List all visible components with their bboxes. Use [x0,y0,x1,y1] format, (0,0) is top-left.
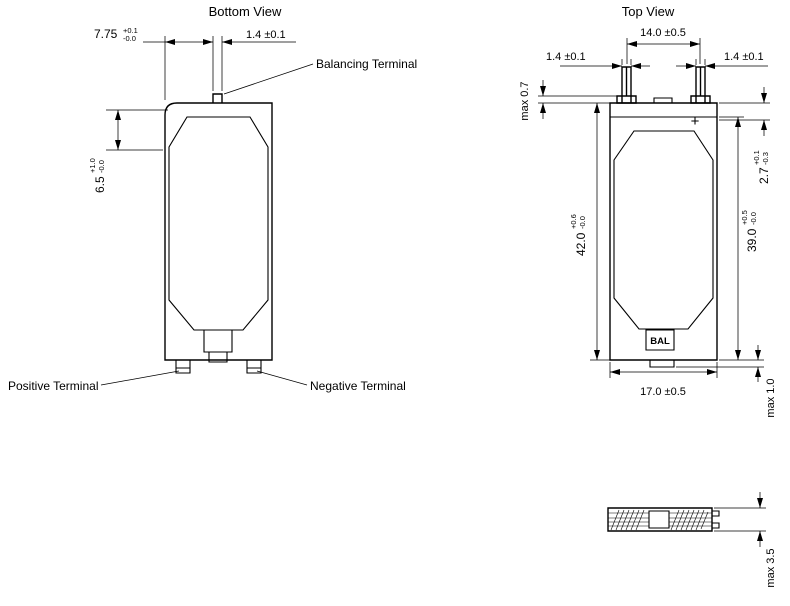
dim-tab-depth-value: 6.5 [93,176,107,193]
side-view-arrowheads [757,498,763,541]
dim-height-value: 42.0 [574,232,588,256]
dim-tab-depth-tol-lower: -0.0 [97,160,106,173]
leader-lines-bottom [100,63,314,386]
negative-terminal-label: Negative Terminal [310,379,406,393]
dim-lid-max-text: max 0.7 [519,81,531,120]
dim-offset-tol-upper: +0.1 [123,26,138,35]
side-view-terminal-pins [712,510,720,529]
dim-plus-depth-value: 2.7 [757,167,771,184]
top-view-arrowheads [540,41,767,377]
dim-height-tol-lower: -0.0 [578,216,587,229]
dim-height-tol-upper: +0.6 [569,214,578,229]
dim-pitch-text: 14.0 ±0.5 [640,27,686,39]
bal-label: BAL [650,336,670,347]
dim-thickness-max-text: max 3.5 [765,548,777,587]
side-view-dimension-lines [714,492,766,547]
terminal-left-shape [616,66,637,104]
dim-offset-value: 7.75 [94,27,118,41]
winding-outline-bottom [168,116,269,331]
negative-terminal-stub [246,359,262,374]
top-view-title: Top View [622,4,675,19]
winding-outline-top [613,130,714,330]
bottom-view-title: Bottom View [209,4,282,19]
dim-terminal-right-text: 1.4 ±0.1 [724,51,764,63]
top-view: Top View 14.0 ±0.5 1.4 ±0.1 1.4 ±0.1 max… [519,4,777,418]
battery-body-outline-top [609,102,718,361]
dim-tab-width-text: 1.4 ±0.1 [246,29,286,41]
side-view-center-window [648,510,670,529]
positive-terminal-label: Positive Terminal [8,379,98,393]
bal-terminal-box [645,329,675,351]
bottom-view-dimension-lines [106,36,296,151]
vent-bump [653,97,673,103]
terminal-block-bottom [203,329,233,363]
dim-offset-tol-lower: -0.0 [123,34,136,43]
bottom-tab-top-view [649,360,675,368]
dim-height-text: 42.0 +0.6 -0.0 [569,214,588,256]
battery-body-outline-bottom [164,102,273,361]
side-view: max 3.5 [607,492,777,588]
dim-inner-height-tol-lower: -0.0 [749,212,758,225]
dim-plus-depth-tol-upper: +0.1 [752,150,761,165]
dim-inner-height-text: 39.0 +0.5 -0.0 [740,210,759,252]
side-view-outline [607,507,713,532]
bottom-view: Bottom View 7.75 +0.1 -0.0 1.4 ±0.1 6.5 … [8,4,417,393]
positive-terminal-stub [175,359,191,374]
side-view-hatching [610,509,709,531]
balancing-terminal-label: Balancing Terminal [316,57,417,71]
dim-terminal-left-text: 1.4 ±0.1 [546,51,586,63]
dim-inner-height-tol-upper: +0.5 [740,210,749,225]
dim-width-text: 17.0 ±0.5 [640,386,686,398]
polarity-plus-mark: + [691,113,700,130]
balancing-tab-shape [212,93,223,103]
dim-tab-depth-text: 6.5 +1.0 -0.0 [88,158,107,193]
terminal-right-shape [690,66,711,104]
dim-plus-depth-text: 2.7 +0.1 -0.3 [752,150,771,184]
dim-bottom-max-text: max 1.0 [765,378,777,417]
dim-inner-height-value: 39.0 [745,228,759,252]
dim-plus-depth-tol-lower: -0.3 [761,152,770,165]
dim-tab-depth-tol-upper: +1.0 [88,158,97,173]
dim-offset-text: 7.75 +0.1 -0.0 [94,26,138,43]
